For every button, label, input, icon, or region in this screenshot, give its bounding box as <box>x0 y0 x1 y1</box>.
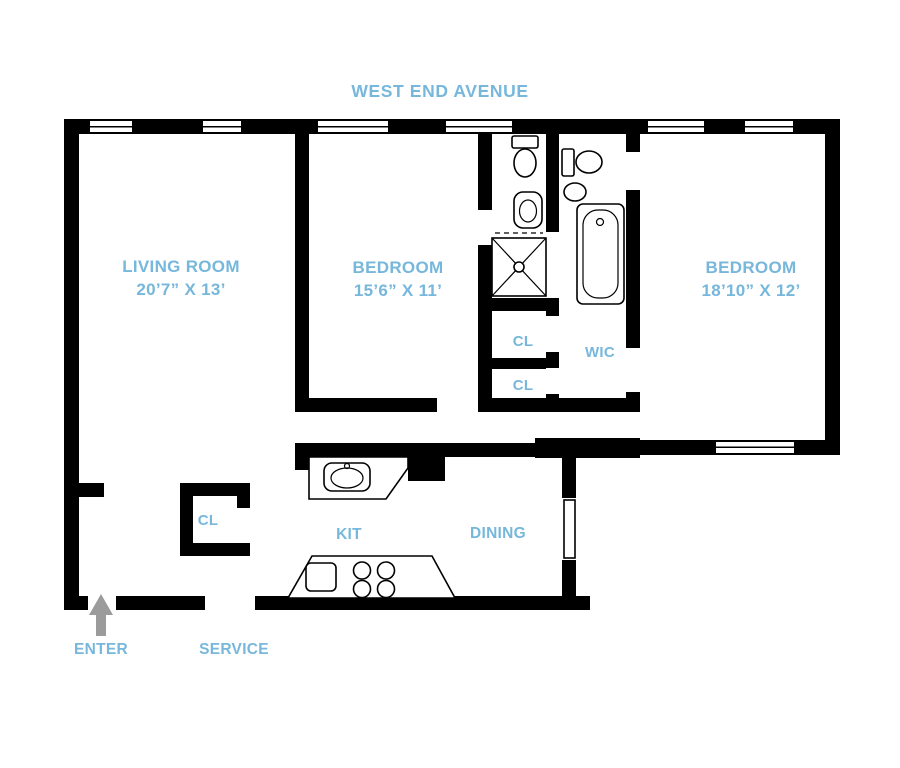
door-leaf-icon <box>563 499 576 559</box>
bathroom-fixtures <box>491 135 625 305</box>
wall-bath-right-b <box>626 190 640 348</box>
closet-1-label: CL <box>513 333 534 350</box>
wall-entrycloset-bottom <box>180 543 250 556</box>
enter-arrow-icon <box>89 594 113 636</box>
bedroom-2-dimensions: 18’10” X 12’ <box>701 281 800 300</box>
bedroom-2-label: BEDROOM <box>706 258 797 277</box>
wall-left <box>64 119 79 610</box>
wall-bath-left-a <box>478 134 492 210</box>
walls <box>64 119 840 610</box>
wall-bottom-a <box>64 596 88 610</box>
stove-burners-icon <box>352 561 396 599</box>
kitchen-label: KIT <box>336 526 362 543</box>
sink-icon <box>513 191 543 229</box>
refrigerator-block <box>408 457 445 481</box>
living-room-label: LIVING ROOM <box>122 257 240 276</box>
window-icon <box>745 119 793 134</box>
shower-icon <box>491 232 547 297</box>
wall-entrycloset-right <box>237 483 250 508</box>
window-icon <box>716 440 794 455</box>
wall-br1-bottom <box>295 398 437 412</box>
window-icon <box>446 119 512 134</box>
enter-label: ENTER <box>74 641 128 658</box>
wall-bath-left-b <box>478 245 492 412</box>
kitchen-fixtures <box>286 456 457 599</box>
toilet-icon <box>511 135 539 178</box>
window-icon <box>203 119 241 134</box>
wall-lr-br1 <box>295 134 309 410</box>
bathtub-icon <box>576 203 625 305</box>
wall-livingroom-stub <box>64 483 104 497</box>
wall-wic-left-b <box>546 352 559 368</box>
wall-wic-left-a <box>546 298 559 316</box>
window-icon <box>318 119 388 134</box>
wall-right <box>825 119 840 455</box>
bedroom-1-dimensions: 15’6” X 11’ <box>354 281 442 300</box>
kitchen-counter <box>308 456 409 500</box>
wall-bath-mid <box>546 134 559 232</box>
wall-bath-right-a <box>626 134 640 152</box>
wall-entrycloset-left <box>180 483 193 556</box>
wall-kitchen-stub <box>295 443 309 470</box>
service-label: SERVICE <box>199 641 269 658</box>
entry-closet-label: CL <box>198 512 219 529</box>
toilet-icon <box>561 148 603 177</box>
wall-dining-right-a <box>562 445 576 498</box>
closet-2-label: CL <box>513 377 534 394</box>
window-icon <box>90 119 132 134</box>
stove-counter <box>286 555 457 599</box>
sink-icon <box>563 182 587 202</box>
living-room-dimensions: 20’7” X 13’ <box>136 280 225 299</box>
wall-entrycloset-top <box>180 483 250 496</box>
windows <box>90 119 794 559</box>
wall-bottom-b <box>116 596 205 610</box>
labels: WEST END AVENUE LIVING ROOM 20’7” X 13’ … <box>74 81 800 658</box>
street-label: WEST END AVENUE <box>351 81 528 101</box>
wall-closet-divider <box>478 358 546 369</box>
bedroom-1-label: BEDROOM <box>353 258 444 277</box>
wall-bottom-c <box>255 596 590 610</box>
window-icon <box>648 119 704 134</box>
dining-label: DINING <box>470 525 526 542</box>
wall-kitchen-back <box>295 443 540 457</box>
walk-in-closet-label: WIC <box>585 344 615 361</box>
dishwasher-icon <box>305 562 337 592</box>
wall-dining-chunk <box>535 438 640 458</box>
wall-shower-bottom <box>478 298 546 311</box>
wall-closetblock-bottom <box>478 398 640 412</box>
